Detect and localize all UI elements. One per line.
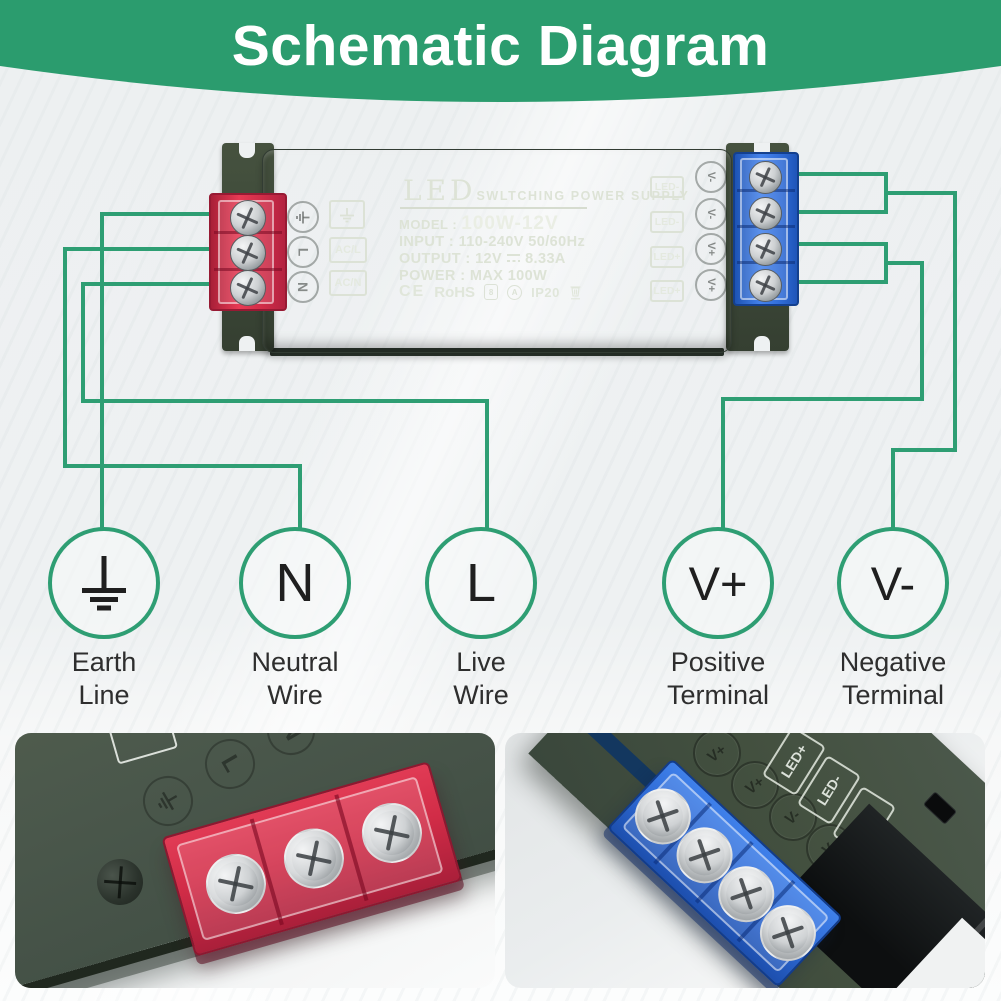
embossed-live-icon: L: [287, 236, 319, 268]
output-terminal-photo: V+ V+ V- V- LED+ LED- LED-: [505, 733, 985, 988]
cert-badge-icon: A: [507, 284, 523, 300]
product-title: LEDSWLTCHING POWER SUPPLY: [403, 174, 689, 207]
mounting-notch: [239, 143, 255, 158]
acl-screw: [230, 235, 266, 271]
embossed-vplus-icon: V+: [695, 233, 727, 265]
ip-rating: IP20: [531, 284, 560, 300]
neutral-terminal-circle: N: [239, 527, 351, 639]
v-plus-wire: [721, 261, 924, 529]
banner-background: [0, 0, 1001, 102]
led-minus-screw: [749, 161, 782, 194]
brand-suffix-text: SWLTCHING POWER SUPPLY: [476, 189, 690, 203]
output-terminal-block: [733, 152, 799, 306]
live-symbol: L: [465, 553, 497, 613]
mounting-notch: [754, 336, 770, 351]
cert-badge-icon: 8: [484, 284, 499, 300]
output-spec-line: OUTPUT : 12V 8.33A: [399, 251, 566, 267]
v-minus-wire: [884, 191, 957, 529]
brand-text: LED: [403, 174, 477, 207]
earth-label-box: [329, 200, 365, 229]
certification-row: CE RoHS 8 A IP20: [399, 283, 582, 301]
page-title: Schematic Diagram: [231, 14, 770, 78]
earth-screw: [230, 200, 266, 236]
led-minus-label-box: LED-: [650, 211, 684, 233]
embossed-vminus-icon: V-: [695, 198, 727, 230]
input-terminal-block: [209, 193, 287, 311]
mounting-notch: [239, 336, 255, 351]
acl-wire: [63, 247, 302, 529]
acn-label-box: AC/N: [329, 270, 367, 296]
earth-terminal-circle: [48, 527, 160, 639]
photo-embossed-earth-icon: [137, 770, 199, 832]
rohs-mark: RoHS: [434, 283, 476, 301]
led-plus-screw: [749, 269, 782, 302]
output-current: 8.33A: [525, 251, 566, 267]
acn-screw: [230, 270, 266, 306]
vplus-terminal-circle: V+: [662, 527, 774, 639]
model-value: 100W-12V: [461, 213, 559, 234]
embossed-earth-icon: [287, 201, 319, 233]
earth-symbol: [82, 556, 126, 611]
input-spec-line: INPUT : 110-240V 50/60Hz: [399, 234, 586, 250]
led-minus-screw: [749, 197, 782, 230]
ce-mark: CE: [399, 283, 426, 300]
led-plus-screw: [749, 233, 782, 266]
earth-wire: [100, 212, 214, 529]
led-plus-label-box: LED+: [650, 280, 684, 302]
earth-symbol-icon: [340, 207, 354, 222]
neutral-symbol: N: [275, 553, 315, 613]
output-label: OUTPUT : 12V: [399, 251, 503, 267]
embossed-vminus-icon: V-: [695, 161, 727, 193]
vminus-terminal-circle: V-: [837, 527, 949, 639]
embossed-neutral-icon: N: [287, 271, 319, 303]
led-plus-label-box: LED+: [650, 246, 684, 268]
embossed-vplus-icon: V+: [695, 269, 727, 301]
input-terminal-photo: L N: [15, 733, 495, 988]
title-underline: [400, 207, 587, 209]
model-line: MODEL : 100W-12V: [399, 213, 559, 235]
led-minus-label-box: LED-: [650, 176, 684, 198]
vminus-symbol: V-: [870, 556, 916, 610]
model-label: MODEL :: [399, 217, 458, 232]
vplus-symbol: V+: [688, 556, 748, 610]
power-spec-line: POWER : MAX 100W: [399, 268, 548, 284]
dc-symbol-icon: [506, 253, 521, 263]
live-terminal-circle: L: [425, 527, 537, 639]
acl-label-box: AC/L: [329, 237, 367, 263]
weee-bin-icon: [570, 286, 581, 300]
acn-wire: [81, 282, 489, 529]
